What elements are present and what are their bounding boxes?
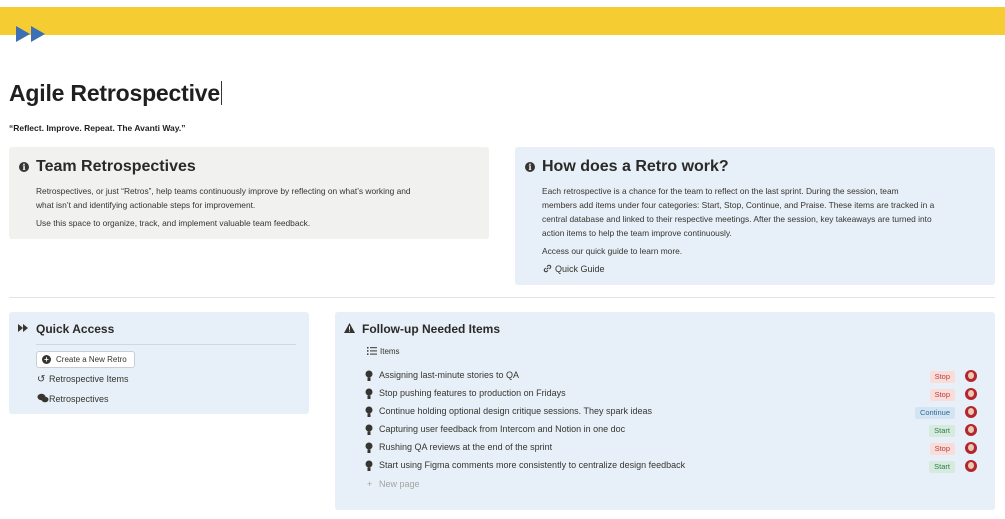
avatar xyxy=(965,460,977,472)
status-badge: Continue xyxy=(914,407,955,419)
how-retro-works-callout: i How does a Retro work? Each retrospect… xyxy=(515,147,995,285)
lightbulb-icon xyxy=(365,406,373,417)
status-badge: Start xyxy=(929,461,955,473)
lightbulb-icon xyxy=(365,442,373,453)
quick-link-retrospective-items[interactable]: ↺Retrospective Items xyxy=(37,374,129,385)
lightbulb-icon xyxy=(365,370,373,381)
avatar xyxy=(965,370,977,382)
team-callout-text-line2: what isn’t and identifying actionable st… xyxy=(36,200,256,210)
item-title: Start using Figma comments more consiste… xyxy=(379,460,686,470)
avatar xyxy=(965,424,977,436)
item-title: Continue holding optional design critiqu… xyxy=(379,406,653,416)
team-retrospectives-callout: i Team Retrospectives Retrospectives, or… xyxy=(9,147,489,239)
link-icon xyxy=(543,264,552,273)
quick-link-label: Retrospective Items xyxy=(49,374,129,384)
undo-icon: ↺ xyxy=(37,374,46,385)
page-quote: “Reflect. Improve. Repeat. The Avanti Wa… xyxy=(9,123,186,133)
how-callout-text-line1: Each retrospective is a chance for the t… xyxy=(542,186,899,196)
list-icon xyxy=(367,347,377,355)
items-view-tab[interactable]: Items xyxy=(367,347,400,356)
chat-bubbles-icon xyxy=(37,393,49,403)
plus-circle-icon: + xyxy=(42,355,51,364)
warning-icon xyxy=(344,323,355,333)
team-callout-text-2: Use this space to organize, track, and i… xyxy=(36,218,311,228)
team-callout-text-line1: Retrospectives, or just “Retros”, help t… xyxy=(36,186,411,196)
fast-forward-icon xyxy=(18,324,28,332)
info-icon: i xyxy=(525,162,535,172)
item-title: Rushing QA reviews at the end of the spr… xyxy=(379,442,553,452)
quick-link-label: Retrospectives xyxy=(49,394,109,404)
lightbulb-icon xyxy=(365,388,373,399)
create-new-retro-button[interactable]: + Create a New Retro xyxy=(36,351,135,368)
avatar xyxy=(965,442,977,454)
fast-forward-icon[interactable] xyxy=(14,24,50,44)
quick-guide-link[interactable]: Quick Guide xyxy=(542,262,605,276)
how-callout-text-2: Access our quick guide to learn more. xyxy=(542,246,683,256)
list-item[interactable]: Assigning last-minute stories to QA Stop xyxy=(365,369,985,385)
lightbulb-icon xyxy=(365,424,373,435)
list-item[interactable]: Continue holding optional design critiqu… xyxy=(365,405,985,421)
follow-up-heading: Follow-up Needed Items xyxy=(362,322,501,336)
how-callout-text-line2: members add items under four categories:… xyxy=(542,200,935,210)
items-view-label: Items xyxy=(380,347,400,356)
item-title: Assigning last-minute stories to QA xyxy=(379,370,520,380)
page-cover[interactable] xyxy=(0,7,1005,35)
status-badge: Stop xyxy=(929,443,955,455)
info-icon: i xyxy=(19,162,29,172)
lightbulb-icon xyxy=(365,460,373,471)
how-callout-heading: How does a Retro work? xyxy=(542,158,729,175)
item-title: Stop pushing features to production on F… xyxy=(379,388,566,398)
list-item[interactable]: Start using Figma comments more consiste… xyxy=(365,459,985,475)
avatar xyxy=(965,406,977,418)
follow-up-callout: Follow-up Needed Items xyxy=(335,312,995,510)
text-caret xyxy=(220,81,222,105)
section-divider xyxy=(9,297,995,298)
team-callout-heading: Team Retrospectives xyxy=(36,158,196,175)
list-item[interactable]: Rushing QA reviews at the end of the spr… xyxy=(365,441,985,457)
create-new-retro-label: Create a New Retro xyxy=(56,355,127,364)
status-badge: Stop xyxy=(929,389,955,401)
quick-access-divider xyxy=(36,344,296,345)
list-item[interactable]: Capturing user feedback from Intercom an… xyxy=(365,423,985,439)
item-title: Capturing user feedback from Intercom an… xyxy=(379,424,626,434)
avatar xyxy=(965,388,977,400)
quick-access-heading: Quick Access xyxy=(36,322,115,336)
how-callout-text-line3: central database and linked to their res… xyxy=(542,214,932,224)
list-item[interactable]: Stop pushing features to production on F… xyxy=(365,387,985,403)
page-title[interactable]: Agile Retrospective xyxy=(9,80,222,106)
quick-link-retrospectives[interactable]: Retrospectives xyxy=(37,393,109,404)
new-page-button[interactable]: + New page xyxy=(367,479,420,489)
new-page-label: New page xyxy=(379,479,420,489)
status-badge: Stop xyxy=(929,371,955,383)
status-badge: Start xyxy=(929,425,955,437)
plus-icon: + xyxy=(367,479,373,489)
how-callout-text-line4: action items to help the team improve co… xyxy=(542,228,732,238)
quick-guide-link-label[interactable]: Quick Guide xyxy=(555,264,605,274)
